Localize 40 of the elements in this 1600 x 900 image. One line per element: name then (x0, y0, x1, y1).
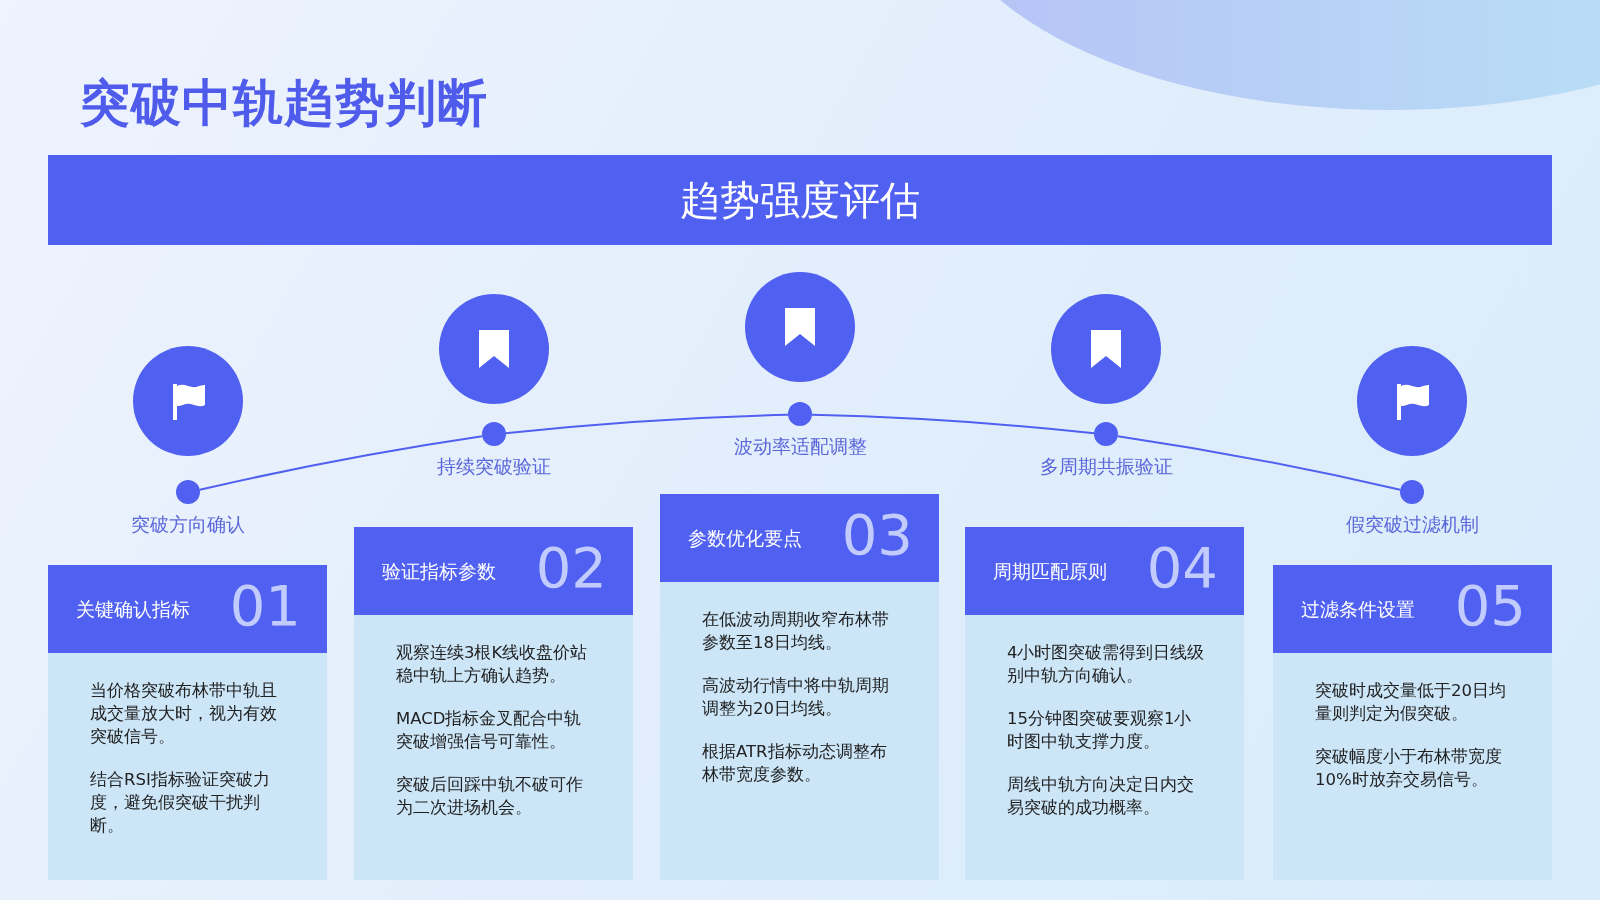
dot-label: 多周期共振验证 (1038, 454, 1174, 479)
step-number: 05 (1454, 573, 1526, 638)
card-title: 关键确认指标 (76, 597, 190, 622)
step-number: 02 (535, 535, 607, 600)
card-title: 过滤条件设置 (1301, 597, 1415, 622)
card-title: 周期匹配原则 (993, 559, 1107, 584)
header-banner (48, 155, 1552, 245)
dot-label: 突破方向确认 (130, 512, 246, 537)
body-text: 突破时成交量低于20日均量则判定为假突破。 (1315, 680, 1507, 725)
info-card (354, 527, 633, 880)
dot-label: 持续突破验证 (436, 454, 552, 479)
body-text: 在低波动周期收窄布林带参数至18日均线。 (702, 609, 890, 654)
body-text: 根据ATR指标动态调整布林带宽度参数。 (702, 741, 888, 786)
body-text: 观察连续3根K线收盘价站稳中轨上方确认趋势。 (396, 642, 589, 687)
body-text: 15分钟图突破要观察1小时图中轨支撑力度。 (1007, 708, 1193, 753)
info-card (1273, 565, 1552, 880)
page-title: 突破中轨趋势判断 (80, 73, 488, 134)
step-number: 03 (841, 502, 913, 567)
card-title: 验证指标参数 (382, 559, 496, 584)
info-card (965, 527, 1244, 880)
card-title: 参数优化要点 (688, 526, 802, 551)
dot-label: 波动率适配调整 (732, 434, 868, 459)
info-card (660, 494, 939, 880)
dot-label: 假突破过滤机制 (1344, 512, 1480, 537)
info-card (48, 565, 327, 880)
body-text: 当价格突破布林带中轨且成交量放大时，视为有效突破信号。 (90, 680, 278, 748)
connector-line (198, 435, 484, 491)
connector-line (504, 413, 790, 435)
body-text: MACD指标金叉配合中轨突破增强信号可靠性。 (396, 708, 583, 753)
body-text: 4小时图突破需得到日线级别中轨方向确认。 (1007, 642, 1206, 687)
body-text: 结合RSI指标验证突破力度，避免假突破干扰判断。 (90, 769, 271, 837)
body-text: 突破幅度小于布林带宽度10%时放弃交易信号。 (1315, 746, 1503, 791)
body-text: 突破后回踩中轨不破可作为二次进场机会。 (396, 774, 584, 819)
body-text: 周线中轨方向决定日内交易突破的成功概率。 (1007, 774, 1195, 819)
connector-line (810, 413, 1096, 435)
step-number: 04 (1146, 535, 1218, 600)
body-text: 高波动行情中将中轨周期调整为20日均线。 (702, 675, 890, 720)
step-number: 01 (229, 573, 301, 638)
banner-text: 趋势强度评估 (680, 175, 920, 225)
connector-line (1116, 435, 1402, 491)
